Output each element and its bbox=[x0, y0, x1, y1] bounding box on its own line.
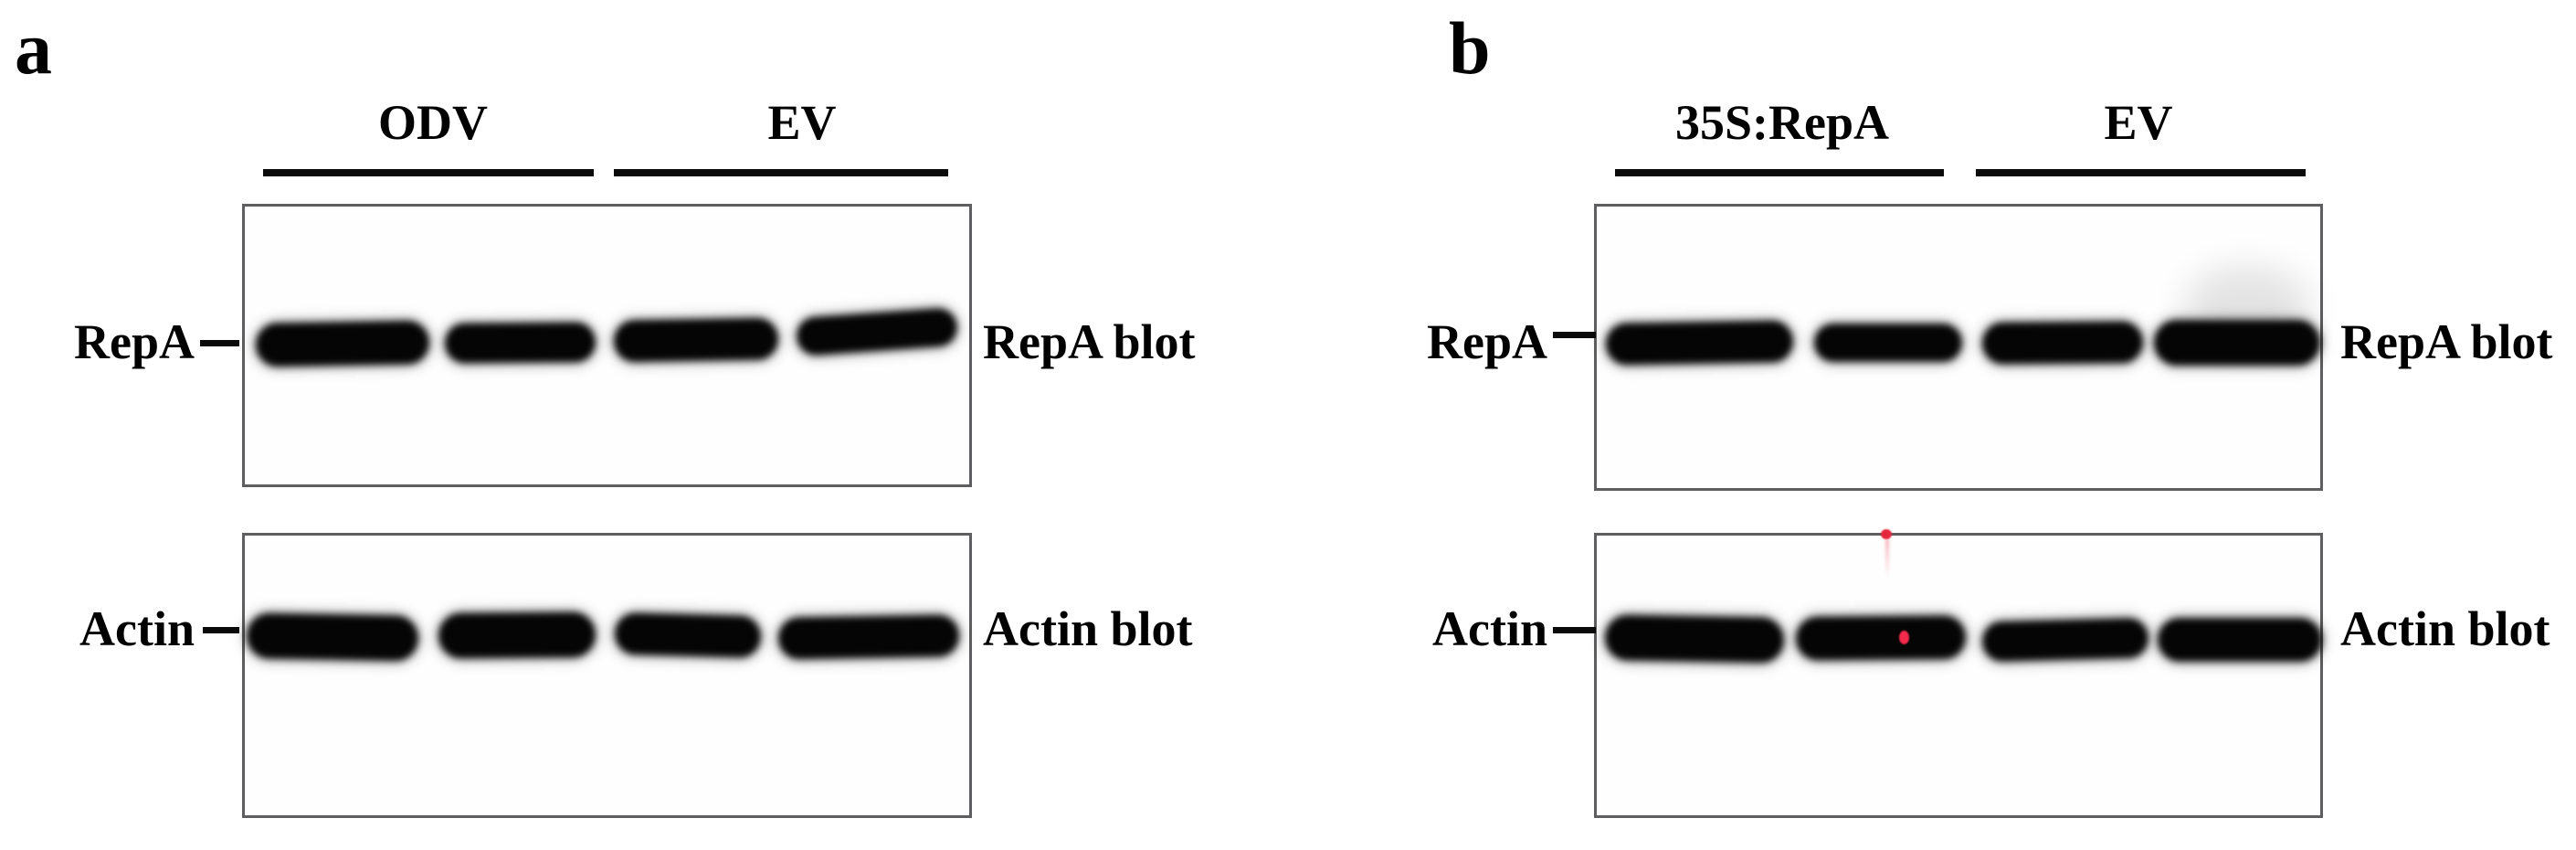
actin-blot-label: Actin blot bbox=[983, 601, 1193, 656]
lane-group-label-odv: ODV bbox=[378, 95, 488, 150]
lane-group-underline bbox=[614, 169, 948, 176]
lane-group-underline bbox=[1615, 169, 1944, 176]
band bbox=[1604, 614, 1785, 664]
lane-group-underline bbox=[1976, 169, 2306, 176]
band bbox=[1814, 324, 1962, 362]
repa-marker-dash bbox=[200, 340, 239, 346]
panel-b-letter: b bbox=[1449, 6, 1491, 90]
repa-blot-label: RepA blot bbox=[2340, 314, 2553, 369]
actin-marker-dash bbox=[203, 627, 239, 633]
lane-group-underline bbox=[263, 169, 594, 176]
actin-blot-box bbox=[1594, 533, 2323, 818]
band bbox=[777, 614, 960, 660]
actin-blot-label: Actin blot bbox=[2340, 601, 2550, 656]
lane-group-label-ev: EV bbox=[767, 95, 837, 150]
actin-blot-box bbox=[242, 533, 972, 818]
band bbox=[1981, 617, 2149, 663]
panel-a-letter: a bbox=[15, 6, 52, 90]
repa-blot-label: RepA blot bbox=[983, 314, 1196, 369]
actin-side-label: Actin bbox=[79, 601, 195, 656]
lane-group-label-35s-repa: 35S:RepA bbox=[1674, 95, 1890, 150]
band bbox=[1605, 320, 1794, 366]
repa-side-label: RepA bbox=[74, 314, 195, 369]
repa-marker-dash bbox=[1553, 332, 1596, 338]
actin-marker-dash bbox=[1553, 627, 1596, 633]
band bbox=[246, 612, 419, 662]
band bbox=[2154, 320, 2320, 366]
red-artifact-dot bbox=[1881, 529, 1892, 539]
band bbox=[438, 611, 596, 659]
repa-side-label: RepA bbox=[1427, 314, 1547, 369]
red-artifact-streak bbox=[1885, 539, 1889, 578]
band bbox=[444, 322, 596, 364]
band bbox=[2158, 618, 2322, 662]
band bbox=[1981, 321, 2144, 365]
band bbox=[1795, 615, 1967, 661]
lane-group-label-ev: EV bbox=[2104, 95, 2173, 150]
actin-side-label: Actin bbox=[1432, 601, 1547, 656]
red-artifact-dot bbox=[1899, 631, 1909, 644]
band bbox=[613, 317, 779, 363]
band bbox=[255, 320, 430, 367]
band bbox=[614, 611, 762, 659]
